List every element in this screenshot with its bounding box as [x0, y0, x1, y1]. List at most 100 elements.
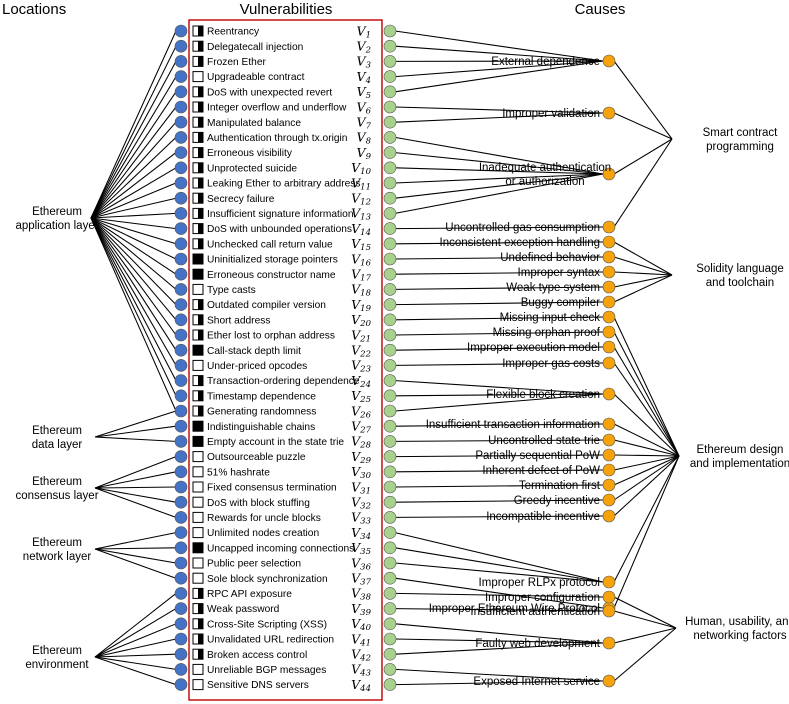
cause-label: Inconsistent exception handling [440, 237, 600, 249]
severity-half-fill [198, 634, 203, 644]
vulnerability-node [383, 511, 397, 524]
cause-label-line: Missing orphan proof [493, 327, 601, 339]
vulnerability-id-subscript: 44 [359, 684, 371, 694]
cause-label: Improper validation [502, 108, 600, 120]
location-node [174, 495, 188, 509]
cause-group-label-line: and toolchain [706, 277, 774, 289]
group-edge [613, 455, 680, 501]
cause-edge [394, 241, 604, 245]
vulnerability-id: V44 [351, 677, 371, 694]
cause-node [602, 674, 616, 688]
severity-full-icon [192, 542, 204, 554]
group-edge [613, 60, 673, 140]
location-node [174, 55, 188, 68]
cause-label: Buggy compiler [521, 297, 600, 309]
vulnerability-name: DoS with unbounded operations [207, 224, 352, 235]
vulnerability-name: DoS with unexpected revert [207, 87, 332, 98]
cause-label-line: Buggy compiler [521, 297, 600, 309]
group-edge [613, 362, 680, 457]
vulnerability-name: Sensitive DNS servers [207, 680, 309, 691]
vulnerability-id-subscript: 11 [360, 182, 371, 192]
location-node [174, 70, 188, 83]
severity-half-fill [198, 299, 203, 310]
vulnerability-node [383, 176, 397, 190]
group-edge [613, 455, 680, 517]
group-edge [613, 331, 680, 457]
cause-label-line: Improper validation [502, 108, 600, 120]
cause-label: Undefined behavior [500, 252, 600, 264]
vulnerability-name: Broken access control [207, 650, 307, 661]
location-edge [94, 608, 177, 658]
cause-label-line: Faulty web development [475, 638, 600, 650]
location-node [174, 404, 188, 418]
severity-empty-icon [192, 679, 204, 691]
location-label-line: Ethereum [32, 206, 82, 218]
cause-label: Uncontrolled state trie [488, 435, 600, 447]
vulnerability-id-subscript: 41 [359, 638, 371, 648]
vulnerability-name: Outdated compiler version [207, 300, 326, 311]
vulnerability-id-subscript: 9 [366, 152, 372, 162]
vulnerability-name: Public peer selection [207, 559, 301, 570]
vulnerability-name: Delegatecall injection [207, 42, 303, 53]
vulnerability-id-subscript: 21 [359, 334, 371, 344]
vulnerability-node [383, 237, 397, 251]
group-edge [613, 454, 680, 457]
vulnerability-name: Fixed consensus termination [207, 483, 337, 494]
vulnerability-name: Ether lost to orphan address [207, 331, 335, 342]
group-edge [613, 393, 680, 457]
vulnerability-node [383, 343, 397, 357]
vulnerability-id-subscript: 18 [360, 289, 371, 299]
severity-empty-icon [192, 572, 204, 584]
location-node [174, 556, 188, 570]
vulnerability-name: Cross-Site Scripting (XSS) [207, 619, 327, 630]
vulnerability-name: Leaking Ether to arbitrary address [207, 179, 360, 190]
location-node [174, 176, 188, 190]
cause-label-line: Uncontrolled state trie [488, 435, 600, 447]
vulnerability-id-subscript: 28 [359, 441, 371, 451]
vulnerability-id-subscript: 22 [359, 350, 371, 360]
severity-full-icon [192, 420, 204, 432]
location-edge [94, 486, 177, 489]
severity-empty-icon [192, 466, 204, 478]
cause-edge [394, 532, 604, 583]
vulnerability-node [383, 495, 397, 509]
severity-half-fill [198, 193, 203, 204]
cause-edge [394, 173, 604, 184]
cause-node [602, 433, 616, 447]
vulnerability-node [383, 207, 397, 220]
cause-label-line: Weak type system [506, 282, 600, 294]
cause-label: Improper gas costs [502, 358, 600, 370]
vulnerability-name: Weak password [207, 604, 280, 615]
cause-label-line: Inadequate authentication [479, 162, 611, 174]
cause-group-label-line: Ethereum design [697, 444, 784, 456]
location-edge [94, 436, 177, 442]
location-node [174, 252, 188, 266]
location-edge [90, 152, 177, 219]
cause-label-line: Improper Ethereum Wire Protocol [429, 603, 600, 615]
location-node [174, 39, 188, 53]
vulnerability-node [383, 55, 397, 68]
cause-label: Improper Ethereum Wire Protocol [429, 603, 600, 615]
location-edge [94, 623, 177, 658]
location-edge [94, 656, 177, 686]
vulnerability-name: Secrecy failure [207, 194, 275, 205]
cause-label-line: or authorization [505, 176, 584, 188]
location-node [174, 480, 188, 494]
cause-label: Inadequate authentication or authorizatio… [479, 162, 611, 188]
cause-edge [394, 592, 604, 598]
location-node [174, 647, 188, 661]
cause-node [602, 463, 616, 477]
location-edge [94, 532, 177, 550]
location-edge [90, 217, 177, 412]
vulnerability-name: Manipulated balance [207, 118, 301, 129]
vulnerability-node [383, 39, 397, 53]
location-node [174, 663, 188, 676]
